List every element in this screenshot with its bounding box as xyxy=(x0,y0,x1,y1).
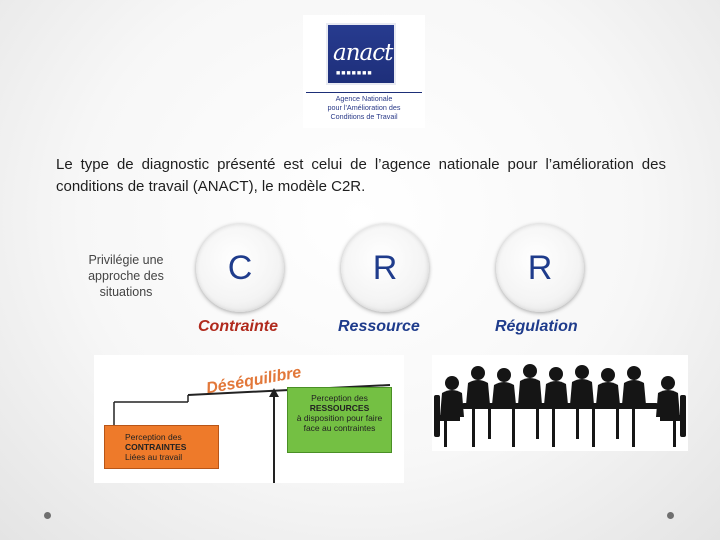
balance-scale-icon: Déséquilibre xyxy=(113,364,391,483)
label-ressource: Ressource xyxy=(338,318,420,335)
side-note: Privilégie une approche des situations xyxy=(88,253,164,299)
resources-line2: RESSOURCES xyxy=(309,403,370,413)
anact-logo-mark: anact ■■■■■■■ xyxy=(326,23,396,85)
intro-paragraph: Le type de diagnostic présenté est celui… xyxy=(56,156,666,195)
meeting-illustration xyxy=(432,355,688,451)
logo-caption: Agence Nationale pour l'Amélioration des… xyxy=(306,92,422,121)
corner-dot-left xyxy=(44,512,51,519)
label-regulation: Régulation xyxy=(495,318,578,335)
resources-line4: face au contraintes xyxy=(303,423,376,433)
resources-box: Perception des RESSOURCES à disposition … xyxy=(287,387,392,453)
constraints-box: Perception des CONTRAINTES Liées au trav… xyxy=(104,425,219,469)
balance-diagram: Déséquilibre Perception des CONTRAINTES … xyxy=(94,355,404,483)
logo-wordmark: anact xyxy=(333,40,393,66)
circle-contrainte: C xyxy=(196,224,284,312)
resources-line3: à disposition pour faire xyxy=(296,413,383,423)
anact-logo: anact ■■■■■■■ Agence Nationale pour l'Am… xyxy=(303,15,425,128)
constraints-line2: CONTRAINTES xyxy=(125,442,187,452)
circle-regulation: R xyxy=(496,224,584,312)
circle-ressource: R xyxy=(341,224,429,312)
logo-caption-line3: Conditions de Travail xyxy=(330,112,398,121)
meeting-people-icon xyxy=(434,364,686,447)
logo-caption-line1: Agence Nationale xyxy=(306,92,422,103)
constraints-line1: Perception des xyxy=(125,432,182,442)
corner-dot-right xyxy=(667,512,674,519)
logo-caption-line2: pour l'Amélioration des xyxy=(327,103,401,112)
constraints-line3: Liées au travail xyxy=(125,452,183,462)
label-contrainte: Contrainte xyxy=(198,318,278,335)
resources-line1: Perception des xyxy=(311,393,368,403)
logo-dots: ■■■■■■■ xyxy=(336,70,373,77)
